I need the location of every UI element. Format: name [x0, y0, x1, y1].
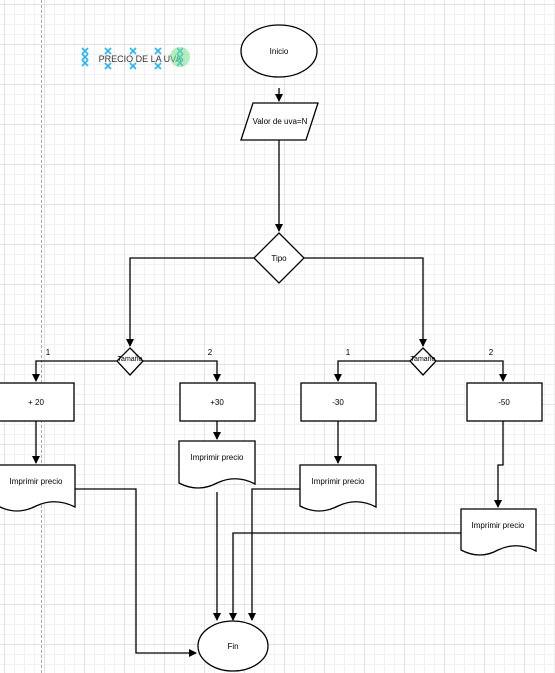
rotate-handle[interactable] — [170, 47, 190, 67]
node-start[interactable]: Inicio — [240, 24, 318, 78]
edge-tipo-left[interactable] — [126, 257, 255, 347]
node-minus50-label: -50 — [498, 398, 510, 407]
node-plus20-label: + 20 — [28, 398, 44, 407]
edge-left-2[interactable] — [143, 360, 221, 382]
node-minus30-label: -30 — [332, 398, 344, 407]
edge-print3-end[interactable] — [248, 488, 300, 621]
node-tamano-left-label: Tamaño — [118, 356, 143, 363]
edge-label-right-1: 1 — [346, 348, 351, 357]
edge-minus50-print4[interactable] — [494, 421, 504, 508]
node-end-label: Fin — [227, 642, 238, 651]
node-input[interactable]: Valor de uva=N — [240, 102, 319, 141]
edge-print1-end[interactable] — [75, 488, 197, 657]
node-minus30-process[interactable]: -30 — [300, 382, 377, 422]
title-label-selected[interactable]: PRECIO DE LA UVA — [81, 47, 190, 70]
node-plus30-process[interactable]: +30 — [179, 382, 256, 422]
edge-right-1[interactable] — [334, 360, 410, 382]
node-tamano-right-label: Tamaño — [411, 356, 436, 363]
edge-label-right-2: 2 — [489, 348, 494, 357]
node-print-1-document[interactable]: Imprimir precio — [0, 464, 76, 512]
node-print-4-document[interactable]: Imprimir precio — [460, 508, 537, 556]
edge-print4-end[interactable] — [229, 532, 463, 621]
page-boundary-guide — [41, 0, 42, 673]
node-print-4-label: Imprimir precio — [472, 521, 525, 530]
node-tipo-decision[interactable]: Tipo — [253, 232, 305, 284]
node-plus30-label: +30 — [210, 398, 224, 407]
connectors — [32, 88, 507, 657]
node-minus50-process[interactable]: -50 — [466, 382, 543, 422]
node-print-1-label: Imprimir precio — [10, 477, 63, 486]
node-print-3-document[interactable]: Imprimir precio — [299, 464, 377, 512]
node-tamano-left-decision[interactable]: Tamaño — [116, 347, 144, 376]
edge-left-1[interactable] — [32, 360, 117, 382]
diagram-title[interactable]: PRECIO DE LA UVA — [99, 54, 182, 64]
node-print-3-label: Imprimir precio — [312, 477, 365, 486]
node-tamano-right-decision[interactable]: Tamaño — [409, 347, 437, 376]
node-input-label: Valor de uva=N — [253, 117, 308, 126]
edge-label-left-1: 1 — [46, 348, 51, 357]
node-print-2-label: Imprimir precio — [191, 453, 244, 462]
edge-right-2[interactable] — [436, 360, 507, 382]
node-start-label: Inicio — [270, 47, 289, 56]
node-tipo-label: Tipo — [271, 254, 287, 263]
node-end[interactable]: Fin — [197, 620, 269, 672]
edge-label-left-2: 2 — [208, 348, 213, 357]
node-plus20-process[interactable]: + 20 — [0, 382, 75, 422]
node-print-2-document[interactable]: Imprimir precio — [178, 440, 256, 489]
edge-tipo-right[interactable] — [304, 257, 427, 347]
